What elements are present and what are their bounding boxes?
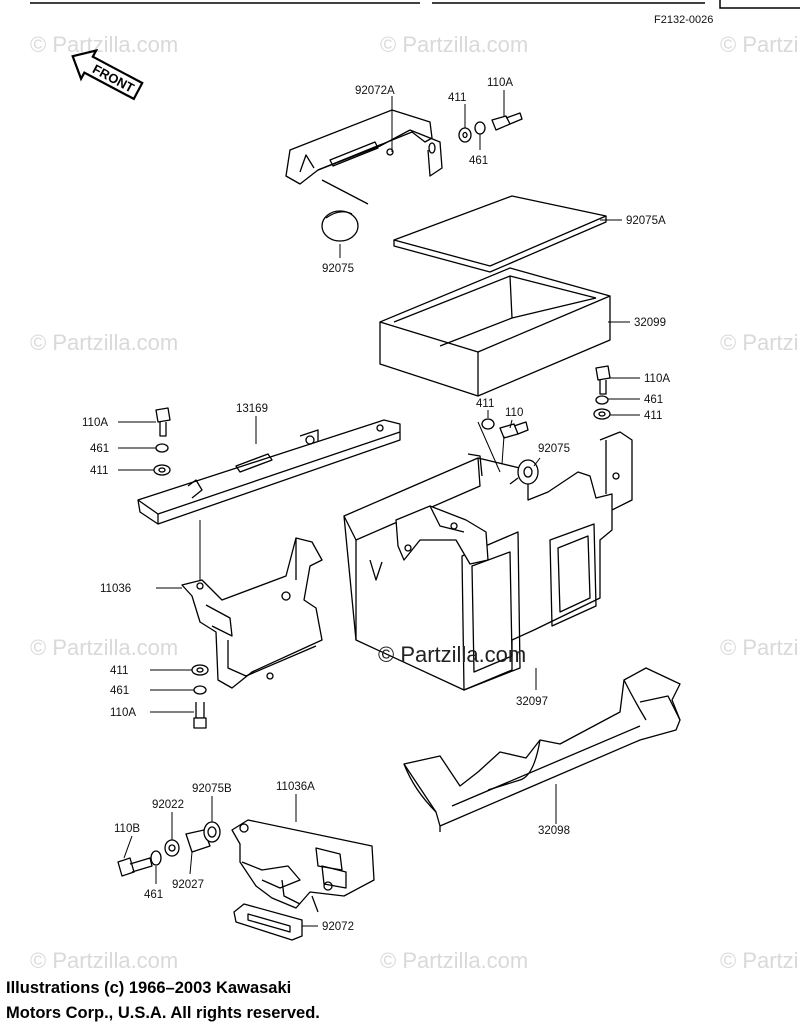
watermarks: © Partzilla.com © Partzilla.com © Partzi… [30,32,800,973]
top-border [30,0,800,9]
rubber-cap-92075-top [321,210,359,242]
callout-92075a: 92075A [626,215,666,227]
callout-461: 461 [644,394,663,406]
leader-lines [118,90,640,927]
watermark-text: © Partzilla.com [380,32,528,57]
pad-92075a [393,195,607,273]
callout-411: 411 [110,665,128,677]
callout-11036a: 11036A [276,781,315,793]
callout-13169: 13169 [236,403,268,415]
watermark-text: © Partzilla.com [30,635,178,660]
copyright-line-1: Illustrations (c) 1966–2003 Kawasaki [6,979,292,997]
callout-461: 461 [110,685,129,697]
callout-110: 110 [505,407,523,419]
holder-32097 [343,431,633,691]
strap-92072 [233,903,303,941]
watermark-text: © Partzilla.com [30,948,178,973]
center-watermark: © Partzilla.com [378,642,526,667]
callout-92027: 92027 [172,879,204,891]
callout-32098: 32098 [538,825,570,837]
copyright-line-2: Motors Corp., U.S.A. All rights reserved… [6,1004,320,1022]
callout-labels: 92072A 411 110A 461 92075A 92075 32099 1… [82,77,670,933]
hardware-left-low [191,664,209,729]
callout-92022: 92022 [152,799,184,811]
callout-92075: 92075 [322,263,354,275]
hardware-top [458,112,523,143]
callout-110a: 110A [487,77,513,89]
callout-110a: 110A [110,707,136,719]
callout-32097: 32097 [516,696,548,708]
watermark-text: © Partzilla.com [720,32,800,57]
watermark-text: © Partzilla.com [720,330,800,355]
case-32099 [379,267,611,397]
callout-411: 411 [448,92,466,104]
hardware-left-top [153,407,171,476]
plate-11036a [231,819,375,913]
hardware-bottom-left [117,821,221,877]
bracket-92072a [285,109,443,205]
callout-11036: 11036 [100,583,131,595]
callout-411: 411 [476,398,494,410]
callout-92075b: 92075B [192,783,232,795]
copyright-notice: Illustrations (c) 1966–2003 Kawasaki Mot… [6,976,320,1026]
watermark-text: © Partzilla.com [30,330,178,355]
watermark-text: © Partzilla.com [30,32,178,57]
hardware-mid [481,418,529,439]
callout-411: 411 [90,465,108,477]
watermark-text: © Partzilla.com [720,948,800,973]
callout-110b: 110B [114,823,140,835]
callout-461: 461 [144,889,163,901]
figure-code: F2132-0026 [654,14,714,26]
callout-92072: 92072 [322,921,354,933]
watermark-text: © Partzilla.com [380,948,528,973]
callout-110a: 110A [82,417,108,429]
callout-32099: 32099 [634,317,666,329]
callout-92075: 92075 [538,443,570,455]
bracket-11036 [181,537,323,689]
callout-461: 461 [469,155,488,167]
bar-13169 [137,419,401,525]
watermark-text: © Partzilla.com [720,635,800,660]
callout-461: 461 [90,443,109,455]
callout-411: 411 [644,410,662,422]
hardware-right [593,365,611,420]
holder-32098 [403,667,681,832]
rubber-92075-mid [509,459,539,485]
callout-110a: 110A [644,373,670,385]
callout-92072a: 92072A [355,85,395,97]
